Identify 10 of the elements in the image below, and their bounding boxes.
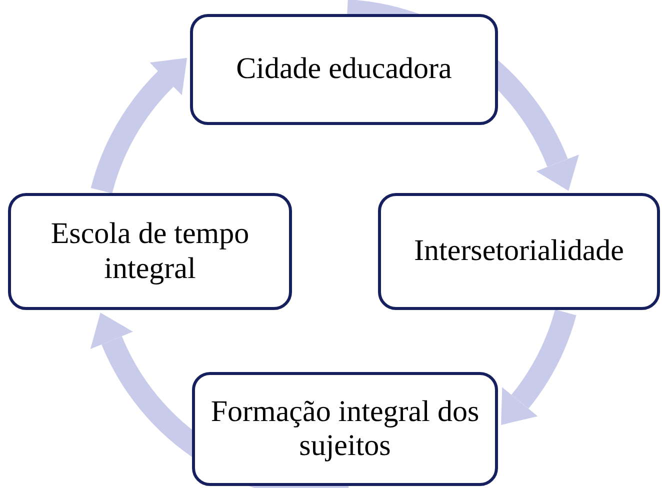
cycle-arrow xyxy=(501,308,576,426)
box-text: Cidade educadora xyxy=(236,52,452,87)
box-text: Formação integral dos sujeitos xyxy=(210,394,480,464)
process-box xyxy=(8,193,292,310)
box-text: Escola de tempo integral xyxy=(50,217,250,286)
cycle-arrow xyxy=(91,56,186,194)
box-text: Intersetorialidade xyxy=(414,234,624,269)
process-box xyxy=(190,14,498,125)
process-box xyxy=(378,193,660,310)
process-box xyxy=(192,372,498,486)
